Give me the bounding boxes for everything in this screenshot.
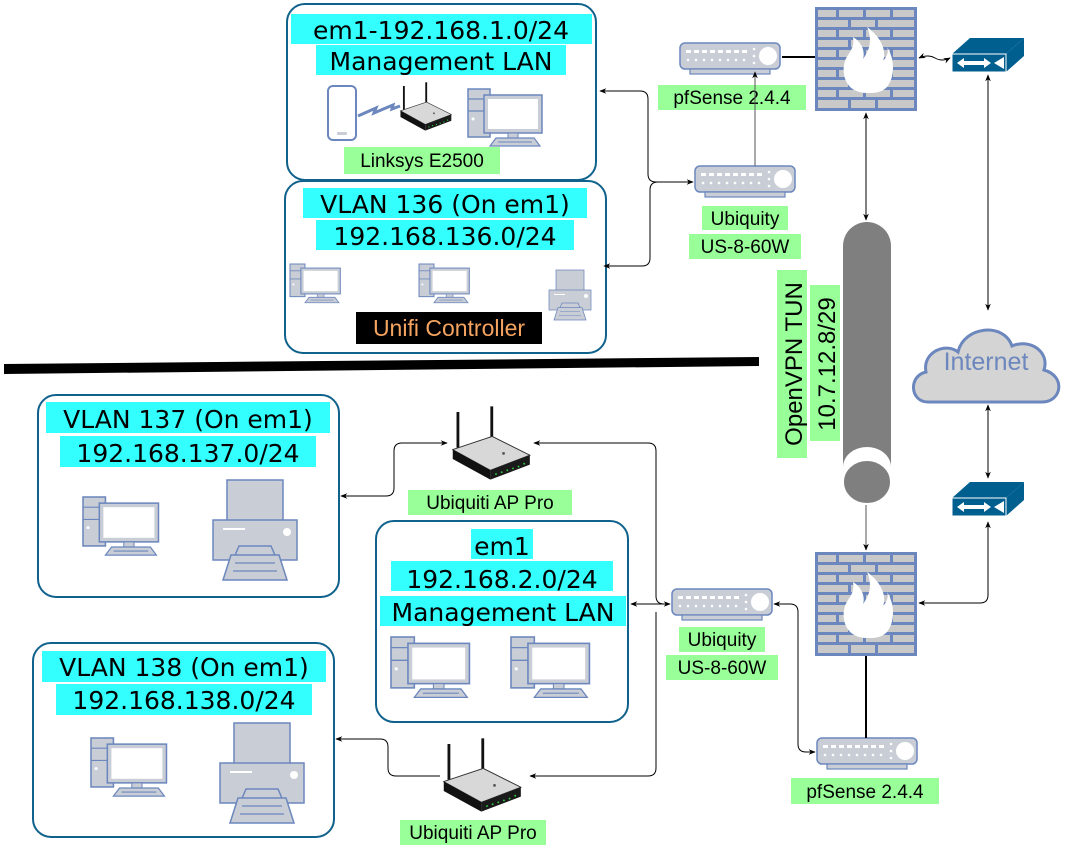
unifi-controller-label: Unifi Controller [373, 315, 525, 341]
desktop-icon [290, 264, 340, 303]
highlight [42, 651, 326, 682]
site-b-switch-label-2: US-8-60W [678, 658, 767, 679]
vlan137-subnet: 192.168.137.0/24 [76, 439, 299, 468]
site-b-ap-top-label: Ubiquiti AP Pro [426, 493, 553, 514]
site-a-mgmt-lan-group: em1-192.168.1.0/24 Management LAN Linksy… [286, 3, 597, 181]
smartphone-icon [327, 85, 357, 141]
site-b-bridge-icon [951, 481, 1025, 517]
vlan137-name: VLAN 137 (On em1) [63, 405, 313, 434]
site-b-mgmt-lan-group: em1 192.168.2.0/24 Management LAN [375, 520, 629, 723]
highlight [702, 206, 788, 230]
site-a-switch-label-2: US-8-60W [701, 237, 790, 258]
wire [529, 612, 657, 779]
site-b-mgmt-interface: em1 [474, 532, 530, 561]
internet-label: Internet [944, 348, 1029, 376]
vlan138-subnet: 192.168.138.0/24 [72, 686, 295, 715]
wire [773, 601, 816, 755]
highlight [791, 778, 939, 804]
desktop-icon [419, 264, 469, 303]
site-b-mgmt-subnet: 192.168.2.0/24 [406, 565, 597, 594]
site-b-vlan138-group: VLAN 138 (On em1) 192.168.138.0/24 [32, 642, 335, 838]
highlight [303, 188, 587, 218]
wire [599, 88, 694, 185]
internet-cloud: Internet [912, 328, 1061, 404]
wire [603, 181, 659, 269]
tunnel-subnet: 10.7.12.8/29 [814, 297, 841, 430]
highlight [344, 147, 500, 174]
desktop-icon [390, 636, 471, 699]
desktop-icon [510, 636, 591, 699]
highlight [666, 655, 778, 680]
tunnel-body [843, 222, 891, 467]
site-a-mgmt-lan-name: Management LAN [330, 47, 553, 76]
site-b-switch-icon [671, 588, 773, 621]
tunnel-name: OpenVPN TUN [781, 282, 808, 446]
wireless-link-icon [357, 102, 401, 118]
linksys-label: Linksys E2500 [360, 151, 484, 172]
site-b-pfsense-label: pfSense 2.4.4 [806, 782, 924, 803]
site-b-ap-bottom-label: Ubiquiti AP Pro [409, 823, 536, 844]
site-b-vlan137-group: VLAN 137 (On em1) 192.168.137.0/24 [37, 394, 340, 598]
desktop-icon [90, 737, 168, 797]
site-b-pfsense-router-icon [816, 737, 918, 770]
highlight [316, 45, 566, 75]
site-b-switch-label-1: Ubiquity [688, 630, 757, 651]
vlan136-subnet: 192.168.136.0/24 [333, 222, 556, 251]
wire [918, 52, 951, 64]
wire [335, 736, 440, 777]
wire [340, 440, 448, 499]
vlan136-name: VLAN 136 (On em1) [320, 190, 570, 219]
vlan138-name: VLAN 138 (On em1) [59, 653, 309, 682]
desktop-icon [467, 88, 543, 147]
site-b-ap-bottom-icon [443, 737, 522, 813]
site-a-mgmt-lan-subnet: em1-192.168.1.0/24 [313, 16, 569, 45]
highlight [400, 820, 546, 845]
site-a-pfsense-router-icon [679, 42, 781, 75]
site-divider [4, 357, 759, 374]
site-a-firewall-icon [815, 7, 917, 111]
site-a-pfsense-label: pfSense 2.4.4 [673, 88, 791, 109]
unifi-controller-label-bg [356, 312, 542, 344]
highlight [316, 220, 574, 250]
site-b-ap-top-icon [452, 405, 531, 481]
site-b-firewall-icon [815, 552, 917, 656]
highlight [679, 627, 765, 652]
site-a-switch-icon [694, 165, 796, 198]
cloud-icon [912, 328, 1061, 404]
highlight [46, 402, 330, 433]
highlight [777, 270, 807, 458]
highlight [56, 684, 312, 715]
highlight [471, 529, 533, 559]
wire [918, 521, 991, 606]
highlight [60, 436, 316, 467]
tunnel-end [842, 459, 892, 505]
highlight [689, 234, 801, 259]
highlight [291, 14, 592, 44]
site-a-vlan136-group: VLAN 136 (On em1) 192.168.136.0/24 Unifi… [284, 180, 607, 354]
site-b-mgmt-name: Management LAN [392, 598, 615, 627]
openvpn-tunnel [842, 222, 892, 505]
desktop-icon [82, 496, 160, 556]
site-a-switch-label-1: Ubiquity [711, 209, 780, 230]
highlight [810, 285, 840, 441]
site-a-bridge-icon [951, 37, 1025, 73]
